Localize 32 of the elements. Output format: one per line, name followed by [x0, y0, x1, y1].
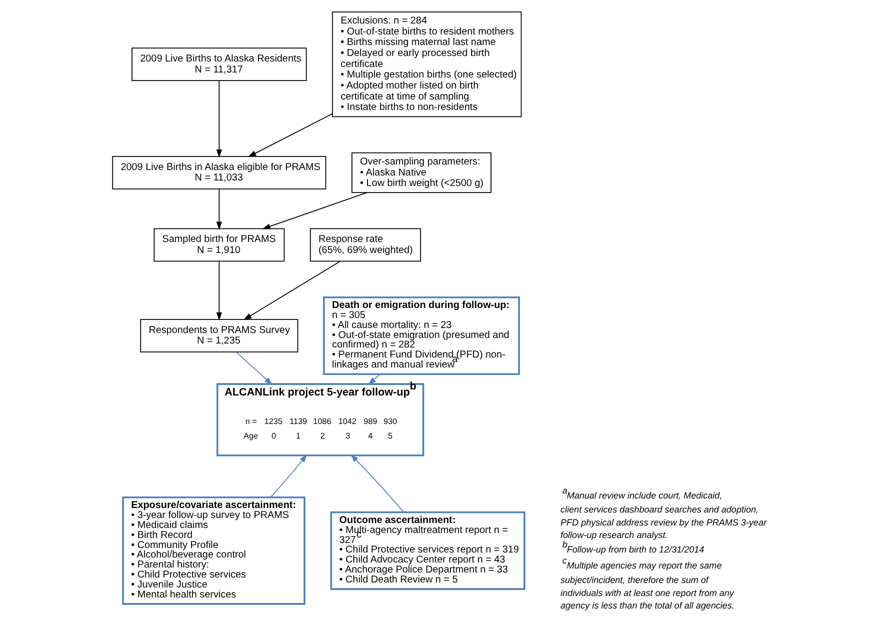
label: 1042	[338, 416, 356, 426]
arrow	[368, 374, 380, 385]
node-box: Response rate (65%, 69% weighted)	[309, 228, 421, 262]
node-box: Exposure/covariate ascertainment: • 3-year follow-up survey to PRAMS • Medicaid claims • Birth Record • Community Profile • Alcohol/beverage control • Parental history: • Child Protective services • Juvenile Justice • Mental health services	[122, 496, 305, 605]
arrow	[247, 113, 332, 158]
label: n =	[244, 416, 256, 426]
node-box: 2009 Live Births to Alaska Residents N = 11,317	[131, 48, 306, 82]
node-box: Respondents to PRAMS Survey N = 1,235	[140, 319, 298, 352]
node-box: Sampled birth for PRAMS N = 1,910	[153, 228, 284, 262]
arrow	[350, 454, 404, 513]
node-box: Exclusions: n = 284 • Out-of-state births to resident mothers • Births missing maternal last name • Delayed or early processed birth certificate • Multiple gestation births (one selected) • Adopted mother listed on birth certificate at time of sampling • Instate births to non-residents	[332, 12, 522, 118]
arrow	[242, 260, 340, 320]
arrow	[262, 192, 367, 230]
arrow	[216, 188, 222, 230]
node-box: 2009 Live Births in Alaska eligible for PRAMS N = 11,033	[112, 156, 326, 190]
label: 5	[388, 431, 392, 440]
arrow	[235, 352, 272, 385]
arrow	[216, 80, 222, 158]
label: 2	[320, 431, 324, 440]
label: 930	[383, 416, 397, 426]
label: 3	[345, 431, 350, 440]
label: 989	[363, 416, 377, 426]
arrow	[270, 454, 307, 498]
label: 1086	[312, 416, 331, 426]
label: 0	[271, 431, 276, 440]
label: 1235	[264, 416, 282, 426]
node-box: Over-sampling parameters: • Alaska Native • Low birth weight (<2500 g)	[350, 152, 491, 194]
label: Age	[243, 431, 258, 440]
label: 4	[368, 431, 372, 440]
arrow	[216, 260, 222, 321]
label: 1	[295, 431, 300, 440]
label: 1139	[289, 416, 307, 426]
